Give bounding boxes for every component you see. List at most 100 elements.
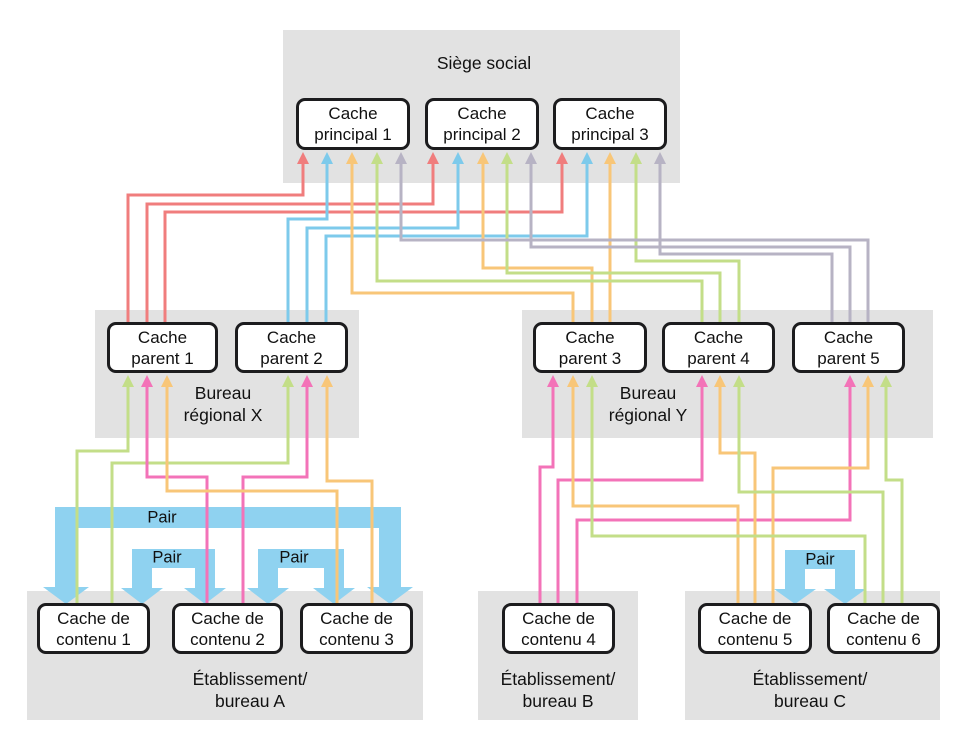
node-label-line: Cache de <box>522 608 595 628</box>
node-label-line: Cache <box>328 104 378 123</box>
node-label-line: contenu 3 <box>319 629 394 649</box>
node-label-line: Cache de <box>718 608 792 628</box>
region-label-line: Établissement/ <box>192 669 308 689</box>
node-label-line: parent 3 <box>558 348 622 368</box>
edge-arrowhead-cache-parent-3-to-cache-principal-2 <box>477 152 489 164</box>
region-label-etablissement-bureau-c: Établissement/bureau C <box>753 668 868 712</box>
edge-arrowhead-cache-de-contenu-6-to-cache-parent-3 <box>586 375 598 387</box>
edge-cache-de-contenu-2-to-cache-parent-1 <box>145 386 209 603</box>
edge-arrowhead-cache-parent-2-to-cache-principal-2 <box>452 152 464 164</box>
edge-arrowhead-cache-parent-1-to-cache-principal-1 <box>297 152 309 164</box>
node-label-line: Cache de <box>57 608 130 628</box>
node-label-line: Cache de <box>320 608 393 628</box>
edge-cache-parent-2-to-cache-principal-2 <box>305 163 460 322</box>
edge-cache-de-contenu-3-to-cache-parent-1 <box>165 386 339 603</box>
node-label-line: Cache <box>823 327 874 347</box>
pair-arrow-c1-c3 <box>43 507 413 604</box>
region-label-line: Bureau <box>194 383 252 403</box>
pair-label-c5-c6: Pair <box>805 550 835 569</box>
pair-label-c1-c2: Pair <box>152 548 182 567</box>
edge-arrowhead-cache-de-contenu-1-to-cache-parent-2 <box>282 375 294 387</box>
edge-arrowhead-cache-parent-1-to-cache-principal-3 <box>556 152 568 164</box>
node-label-line: contenu 1 <box>56 629 131 649</box>
edge-cache-parent-5-to-cache-principal-3 <box>658 163 834 322</box>
region-label-line: bureau A <box>214 691 286 711</box>
edge-arrowhead-cache-de-contenu-5-to-cache-parent-3 <box>567 375 579 387</box>
node-label-line: contenu 4 <box>521 629 596 649</box>
edge-arrowhead-cache-de-contenu-4-to-cache-parent-5 <box>844 375 856 387</box>
region-label-line: régional Y <box>608 405 688 425</box>
edge-arrowhead-cache-parent-1-to-cache-principal-2 <box>427 152 439 164</box>
edge-arrowhead-cache-parent-3-to-cache-principal-3 <box>604 152 616 164</box>
edge-cache-parent-5-to-cache-principal-2 <box>529 163 852 322</box>
node-label-line: Cache <box>266 327 317 347</box>
edge-cache-parent-3-to-cache-principal-2 <box>481 163 594 322</box>
edge-cache-parent-4-to-cache-principal-1 <box>375 163 704 322</box>
edge-arrowhead-cache-parent-3-to-cache-principal-1 <box>346 152 358 164</box>
node-label-line: Cache <box>585 104 635 123</box>
edge-cache-parent-1-to-cache-principal-2 <box>145 163 435 322</box>
region-label-line: Bureau <box>619 383 677 403</box>
region-label-line: bureau C <box>774 691 846 711</box>
pair-arrow-c1-c2 <box>121 549 226 604</box>
edge-arrowhead-cache-de-contenu-4-to-cache-parent-4 <box>696 375 708 387</box>
edge-arrowhead-cache-de-contenu-6-to-cache-parent-4 <box>733 375 745 387</box>
edge-arrowhead-cache-de-contenu-5-to-cache-parent-4 <box>714 375 726 387</box>
edge-arrowhead-cache-de-contenu-1-to-cache-parent-1 <box>122 375 134 387</box>
edge-arrowhead-cache-de-contenu-4-to-cache-parent-3 <box>547 375 559 387</box>
node-label-line: parent 2 <box>260 348 323 368</box>
edge-arrowhead-cache-de-contenu-2-to-cache-parent-1 <box>141 375 153 387</box>
node-label-line: parent 1 <box>131 348 194 368</box>
node-label-line: principal 1 <box>314 125 392 144</box>
edge-arrowhead-cache-parent-5-to-cache-principal-3 <box>654 152 666 164</box>
node-label-line: Cache <box>457 104 507 123</box>
edge-cache-parent-4-to-cache-principal-2 <box>505 163 722 322</box>
edge-arrowhead-cache-parent-5-to-cache-principal-2 <box>525 152 537 164</box>
edge-cache-parent-2-to-cache-principal-3 <box>324 163 589 322</box>
node-label-line: principal 2 <box>443 125 521 144</box>
edge-cache-parent-1-to-cache-principal-3 <box>163 163 564 322</box>
node-label-line: Cache de <box>847 608 920 628</box>
edge-cache-parent-2-to-cache-principal-1 <box>286 163 329 322</box>
edge-cache-parent-5-to-cache-principal-1 <box>399 163 870 322</box>
edge-cache-de-contenu-4-to-cache-parent-4 <box>556 386 704 603</box>
edge-cache-de-contenu-2-to-cache-parent-2 <box>241 386 309 603</box>
node-label-line: contenu 2 <box>190 629 265 649</box>
edge-arrowhead-cache-parent-4-to-cache-principal-1 <box>371 152 383 164</box>
region-label-line: Établissement/ <box>752 669 868 689</box>
edge-arrowhead-cache-parent-4-to-cache-principal-3 <box>630 152 642 164</box>
region-label-line: bureau B <box>522 691 594 711</box>
edge-cache-de-contenu-6-to-cache-parent-3 <box>590 386 867 603</box>
region-label-line: Établissement/ <box>500 669 616 689</box>
edge-arrowhead-cache-parent-5-to-cache-principal-1 <box>395 152 407 164</box>
region-label-etablissement-bureau-a: Établissement/bureau A <box>193 668 308 712</box>
edge-arrowhead-cache-de-contenu-3-to-cache-parent-2 <box>321 375 333 387</box>
pair-label-c1-c3: Pair <box>147 508 177 527</box>
node-label-line: Cache de <box>191 608 264 628</box>
edge-cache-de-contenu-6-to-cache-parent-4 <box>737 386 885 603</box>
node-label-line: Cache <box>137 327 188 347</box>
node-label-line: Cache <box>693 327 744 347</box>
node-label-line: parent 5 <box>817 348 880 368</box>
edge-cache-parent-4-to-cache-principal-3 <box>634 163 741 322</box>
edge-arrowhead-cache-parent-2-to-cache-principal-3 <box>581 152 593 164</box>
edge-arrowhead-cache-parent-4-to-cache-principal-2 <box>501 152 513 164</box>
node-cache-principal-1: Cache principal 1 <box>296 98 410 150</box>
edge-cache-de-contenu-6-to-cache-parent-5 <box>884 386 904 603</box>
pair-label-c2-c3: Pair <box>279 548 309 567</box>
edge-cache-de-contenu-4-to-cache-parent-5 <box>575 386 852 603</box>
